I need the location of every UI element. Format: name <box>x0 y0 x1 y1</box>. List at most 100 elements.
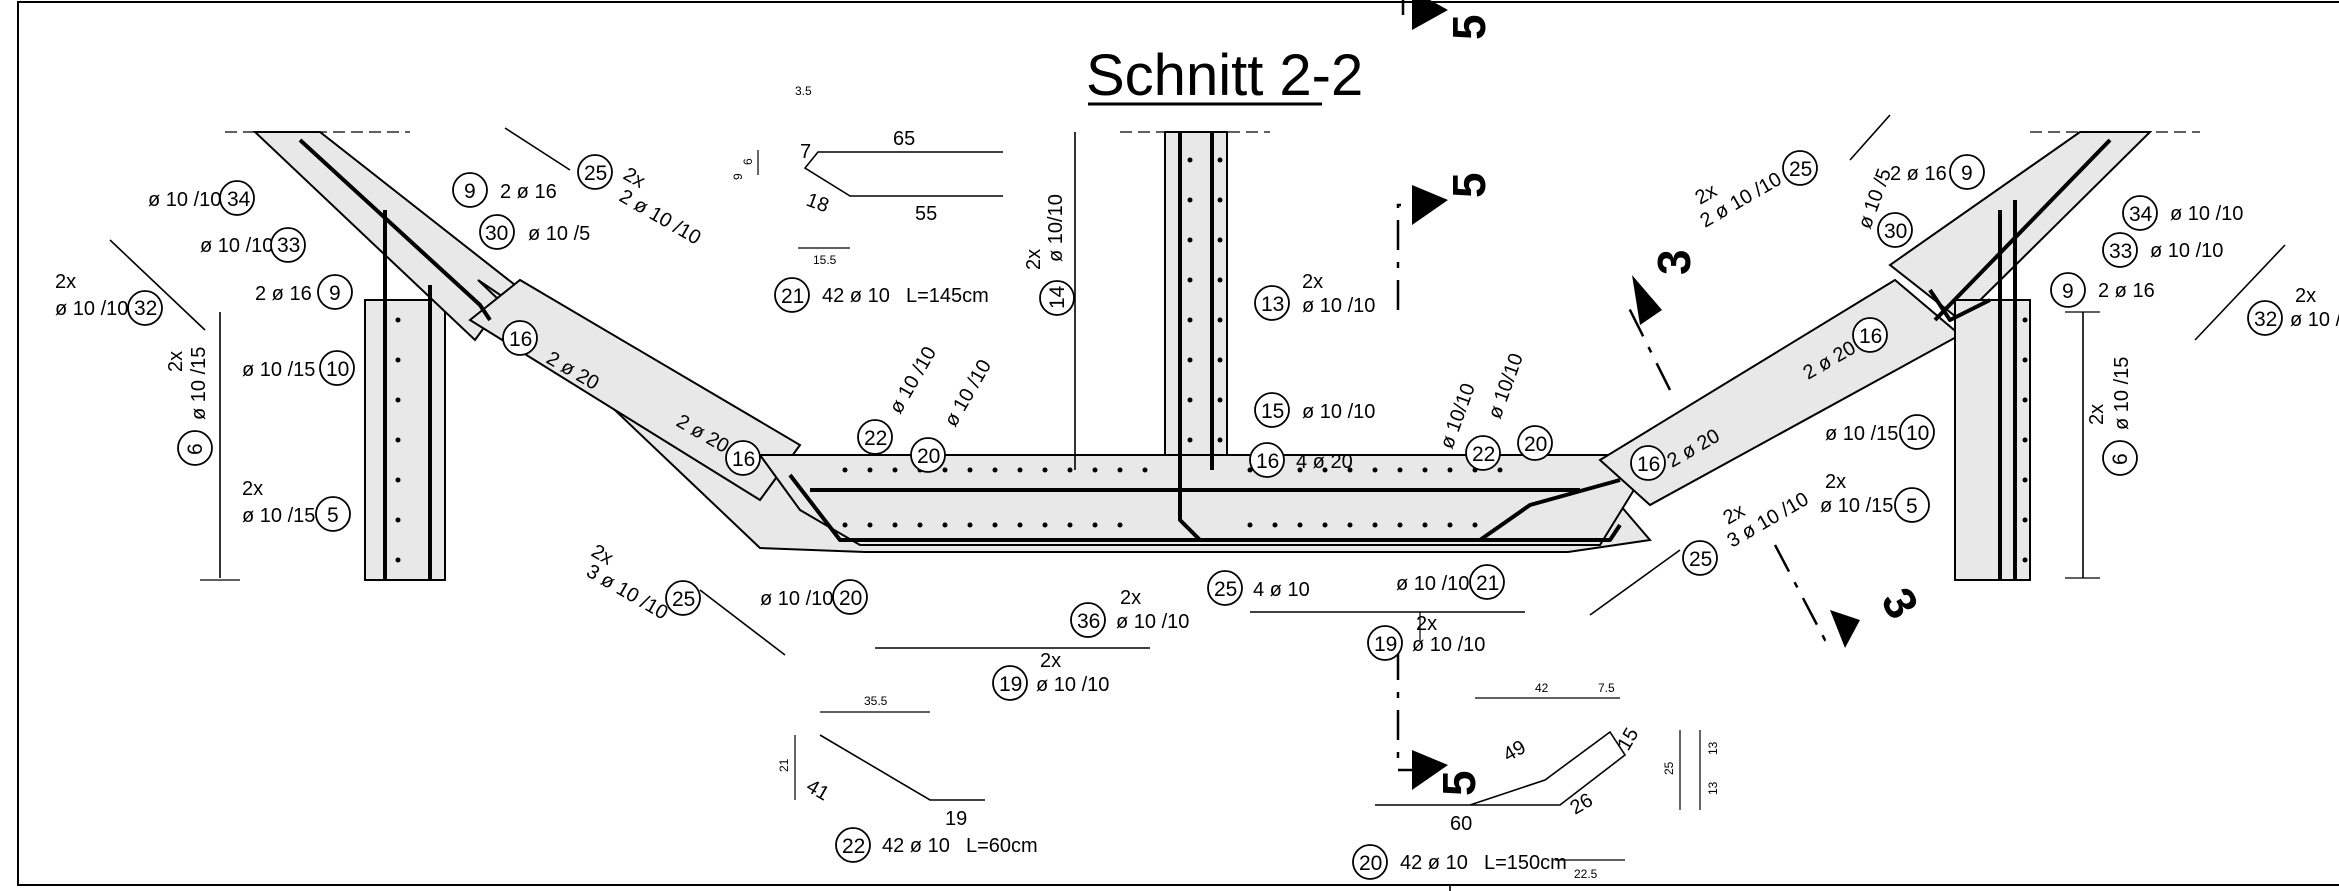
dim-21-6: 6 <box>741 158 755 165</box>
label-r6-count: 2x <box>2086 404 2108 425</box>
bubble-10: 10 <box>326 358 349 381</box>
label-r5: ø 10 /15 <box>1820 495 1893 517</box>
dim-20-15: 15 <box>1613 724 1643 754</box>
schedule-20: 60 49 15 26 42 7.5 25 13 13 22.5 20 42 ø… <box>1352 681 1720 881</box>
dim-21-7: 7 <box>800 141 811 163</box>
dim-20-13b: 13 <box>1706 781 1720 795</box>
label-14-count: 2x <box>1023 249 1045 270</box>
bubble-33: 33 <box>277 234 300 257</box>
section-markers: 5 5 3 3 5 <box>1412 0 1929 796</box>
dim-22-19: 19 <box>945 808 967 830</box>
bubble-r9b: 9 <box>2062 280 2074 303</box>
label-36: ø 10 /10 <box>1116 611 1189 633</box>
dim-21-65: 65 <box>893 128 915 150</box>
label-36-count: 2x <box>1120 587 1141 609</box>
label-9b: 2 ø 16 <box>255 283 312 305</box>
label-14: ø 10/10 <box>1045 194 1067 262</box>
label-r10: ø 10 /15 <box>1825 423 1898 445</box>
label-13: ø 10 /10 <box>1302 295 1375 317</box>
label-6-count: 2x <box>165 351 187 372</box>
section-cut-lines <box>1396 0 1835 772</box>
dim-20-25: 25 <box>1662 761 1676 775</box>
dim-21-18: 18 <box>803 189 831 217</box>
bubble-22: 22 <box>842 835 865 858</box>
bubble-6: 6 <box>184 443 207 455</box>
section-label-3-right: 3 <box>1871 579 1929 627</box>
section-label-5-top: 5 <box>1443 14 1495 40</box>
dim-22-41: 41 <box>803 775 833 805</box>
bubble-20b: 20 <box>839 587 862 610</box>
label-9: 2 ø 16 <box>500 181 557 203</box>
label-16c: 4 ø 20 <box>1296 451 1353 473</box>
label-r34: ø 10 /10 <box>2170 203 2243 225</box>
dim-20-42: 42 <box>1535 681 1549 695</box>
bubble-15: 15 <box>1261 400 1284 423</box>
label-r6: ø 10 /15 <box>2111 357 2133 430</box>
label-19b-count: 2x <box>1416 613 1437 635</box>
bubble-34: 34 <box>227 188 251 211</box>
bubble-20c: 20 <box>917 445 940 468</box>
dim-21-3-5: 3.5 <box>795 84 812 98</box>
schedule-20-count: 42 ø 10 <box>1400 852 1468 874</box>
dim-21-55: 55 <box>915 203 937 225</box>
schedule-21-count: 42 ø 10 <box>822 285 890 307</box>
bubble-25b: 25 <box>672 588 695 611</box>
bubble-19b: 19 <box>1374 633 1397 656</box>
bubble-21c: 21 <box>1476 572 1499 595</box>
section-label-5: 5 <box>1443 172 1495 198</box>
page-title: Schnitt 2-2 <box>1086 43 1363 108</box>
label-22: ø 10 /10 <box>885 343 941 418</box>
label-20: ø 10 /10 <box>940 356 996 431</box>
drawing-frame <box>17 1 2339 886</box>
schedule-22-count: 42 ø 10 <box>882 835 950 857</box>
bubble-16c: 16 <box>1256 450 1279 473</box>
bubble-r20: 20 <box>1524 433 1547 456</box>
dimension-lines <box>109 114 2286 656</box>
label-20b: ø 10 /10 <box>760 588 833 610</box>
bubble-r6: 6 <box>2109 453 2132 465</box>
label-r20: ø 10/10 <box>1484 350 1528 421</box>
dim-22-35-5: 35.5 <box>864 694 888 708</box>
dim-20-26: 26 <box>1567 789 1597 819</box>
schedule-21-length: L=145cm <box>906 285 989 307</box>
bubble-r25t: 25 <box>1789 158 1812 181</box>
bubble-9: 9 <box>464 180 476 203</box>
bubble-r5: 5 <box>1906 495 1918 518</box>
extension-lines <box>200 131 2200 640</box>
label-6: ø 10 /15 <box>188 347 210 420</box>
label-19-count: 2x <box>1040 650 1061 672</box>
label-r33: ø 10 /10 <box>2150 240 2223 262</box>
bubble-25: 25 <box>584 162 607 185</box>
label-19: ø 10 /10 <box>1036 674 1109 696</box>
bubble-r16: 16 <box>1637 453 1660 476</box>
label-r9b: 2 ø 16 <box>2098 280 2155 302</box>
label-r32-count: 2x <box>2295 285 2316 307</box>
bubble-14: 14 <box>1046 285 1069 309</box>
bubble-r34: 34 <box>2129 203 2153 226</box>
rebar-dots <box>395 157 2028 563</box>
bubble-32: 32 <box>134 297 157 320</box>
bubble-r33: 33 <box>2109 240 2132 263</box>
bubble-16: 16 <box>509 328 532 351</box>
bubble-21: 21 <box>781 285 804 308</box>
bubble-25c: 25 <box>1214 578 1237 601</box>
bubble-20: 20 <box>1359 852 1382 875</box>
label-25: 2 ø 10 /10 <box>616 185 705 249</box>
bubble-13: 13 <box>1261 293 1284 316</box>
dim-22-21: 21 <box>777 758 791 772</box>
bubble-19: 19 <box>999 673 1022 696</box>
bubble-r10: 10 <box>1906 422 1929 445</box>
dim-20-7-5: 7.5 <box>1598 681 1615 695</box>
label-33: ø 10 /10 <box>200 235 273 257</box>
label-32: ø 10 /10 <box>55 298 128 320</box>
label-10: ø 10 /15 <box>242 359 315 381</box>
bubble-r9: 9 <box>1961 162 1973 185</box>
label-19b: ø 10 /10 <box>1412 634 1485 656</box>
reinforcement-bars <box>298 132 2112 580</box>
label-25b: 3 ø 10 /10 <box>583 560 672 624</box>
bubble-30: 30 <box>485 222 508 245</box>
section-label-5-bottom: 5 <box>1433 770 1485 796</box>
schedule-20-length: L=150cm <box>1484 852 1567 874</box>
section-label-3-left: 3 <box>1648 249 1700 275</box>
